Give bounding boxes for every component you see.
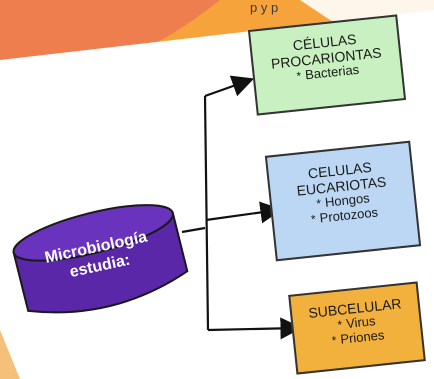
caption-text: p y p: [250, 0, 279, 15]
arrow-to-procariontas: [204, 75, 255, 98]
box-procariontas: CÉLULAS PROCARIONTAS *Bacterias: [247, 14, 407, 116]
box-subcelular: SUBCELULAR *Virus *Priones: [288, 281, 426, 375]
bullet-icon: *: [295, 68, 302, 84]
arrow-trunk: [181, 226, 206, 234]
arrow-to-eucariotas: [205, 201, 283, 224]
arrow-vertical: [203, 95, 210, 331]
bullet-icon: *: [310, 212, 317, 227]
box-eucariotas: CELULAS EUCARIOTAS *Hongos *Protozoos: [264, 140, 422, 262]
bullet-icon: *: [336, 317, 343, 333]
bullet-icon: *: [315, 196, 322, 211]
bullet-icon: *: [331, 333, 338, 348]
arrow-to-subcelular: [207, 317, 303, 340]
box-item-label: Priones: [339, 327, 386, 347]
